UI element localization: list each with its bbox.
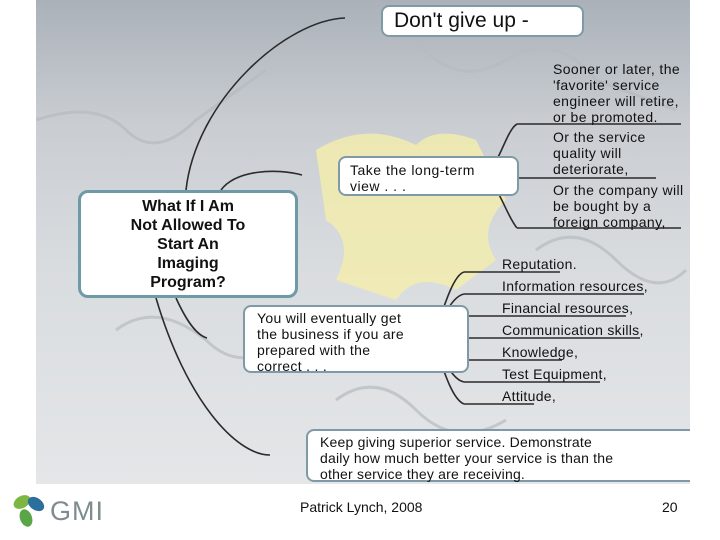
central-topic: What If I Am Not Allowed To Start An Ima…	[78, 190, 298, 298]
dont-give-up-box: Don't give up -	[381, 5, 584, 37]
long-term-note-quality: Or the service quality will deteriorate,	[553, 129, 646, 177]
long-term-view-box: Take the long-term view . . .	[338, 156, 519, 196]
page-number: 20	[662, 499, 678, 515]
prepared-item-knowledge: Knowledge,	[502, 344, 579, 360]
mind-map-canvas: What If I Am Not Allowed To Start An Ima…	[36, 0, 690, 484]
keep-giving-service-box: Keep giving superior service. Demonstrat…	[306, 429, 690, 482]
connector-dont-give-up	[185, 17, 346, 191]
long-term-note-retire: Sooner or later, the 'favorite' service …	[553, 61, 681, 125]
logo-text: GMI	[50, 496, 104, 526]
footer-author: Patrick Lynch, 2008	[300, 499, 423, 515]
prepared-item-information: Information resources,	[502, 278, 648, 294]
connector-keep-giving	[155, 297, 271, 456]
gmi-logo-icon	[13, 495, 45, 527]
eventually-business-box: You will eventually get the business if …	[243, 305, 469, 374]
connector-long-term	[220, 170, 303, 191]
prepared-item-attitude: Attitude,	[502, 388, 557, 404]
prepared-item-communication: Communication skills,	[502, 322, 644, 338]
prepared-item-financial: Financial resources,	[502, 300, 634, 316]
prepared-item-reputation: Reputation.	[502, 256, 577, 272]
long-term-note-bought: Or the company will be bought by a forei…	[553, 182, 684, 230]
prepared-item-test-equipment: Test Equipment,	[502, 366, 607, 382]
connector-eventually	[175, 297, 208, 339]
